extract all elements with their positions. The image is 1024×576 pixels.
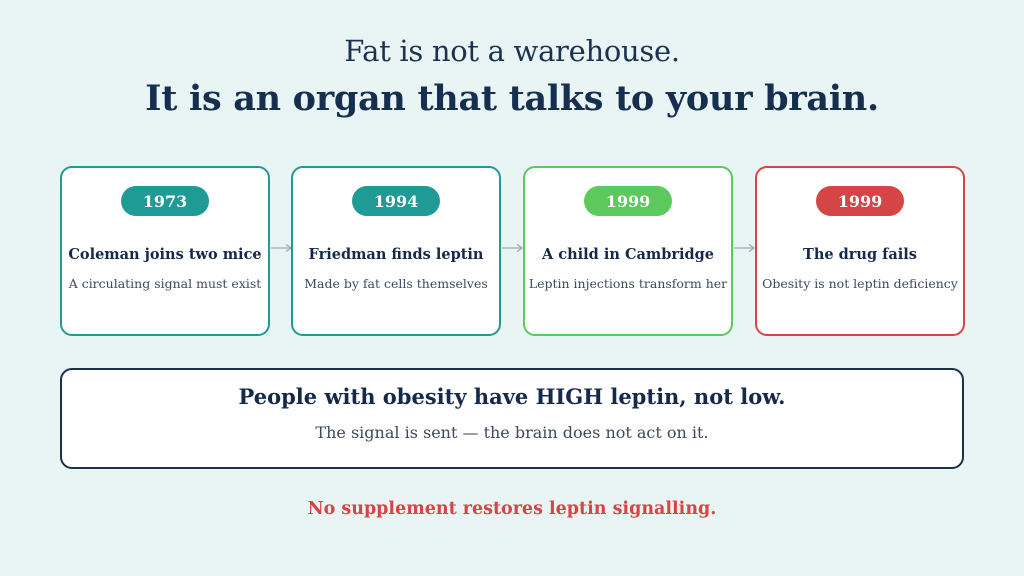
heading-line-1: Fat is not a warehouse.	[344, 34, 680, 68]
callout-title: People with obesity have HIGH leptin, no…	[238, 384, 786, 409]
callout-subtitle: The signal is sent — the brain does not …	[315, 423, 709, 442]
card-subtitle: Made by fat cells themselves	[304, 276, 488, 291]
timeline-card-1999-cambridge: 1999 A child in Cambridge Leptin injecti…	[523, 166, 733, 336]
card-title: The drug fails	[803, 246, 917, 263]
card-title: Friedman finds leptin	[308, 246, 484, 263]
year-badge: 1999	[816, 186, 904, 216]
heading-line-2: It is an organ that talks to your brain.	[145, 78, 879, 119]
timeline-card-1994: 1994 Friedman finds leptin Made by fat c…	[291, 166, 501, 336]
key-finding-callout: People with obesity have HIGH leptin, no…	[60, 368, 964, 469]
card-subtitle: Obesity is not leptin deficiency	[762, 276, 958, 291]
timeline-card-1973: 1973 Coleman joins two mice A circulatin…	[60, 166, 270, 336]
year-badge: 1999	[584, 186, 672, 216]
timeline-card-1999-drug-fails: 1999 The drug fails Obesity is not lepti…	[755, 166, 965, 336]
card-subtitle: A circulating signal must exist	[68, 276, 262, 291]
year-badge: 1973	[121, 186, 209, 216]
card-title: Coleman joins two mice	[68, 246, 262, 263]
card-subtitle: Leptin injections transform her	[528, 276, 728, 291]
card-title: A child in Cambridge	[541, 246, 715, 263]
footer-warning: No supplement restores leptin signalling…	[307, 499, 717, 519]
year-badge: 1994	[352, 186, 440, 216]
arrow-right-icon	[734, 244, 756, 252]
arrow-right-icon	[271, 244, 293, 252]
arrow-right-icon	[502, 244, 524, 252]
